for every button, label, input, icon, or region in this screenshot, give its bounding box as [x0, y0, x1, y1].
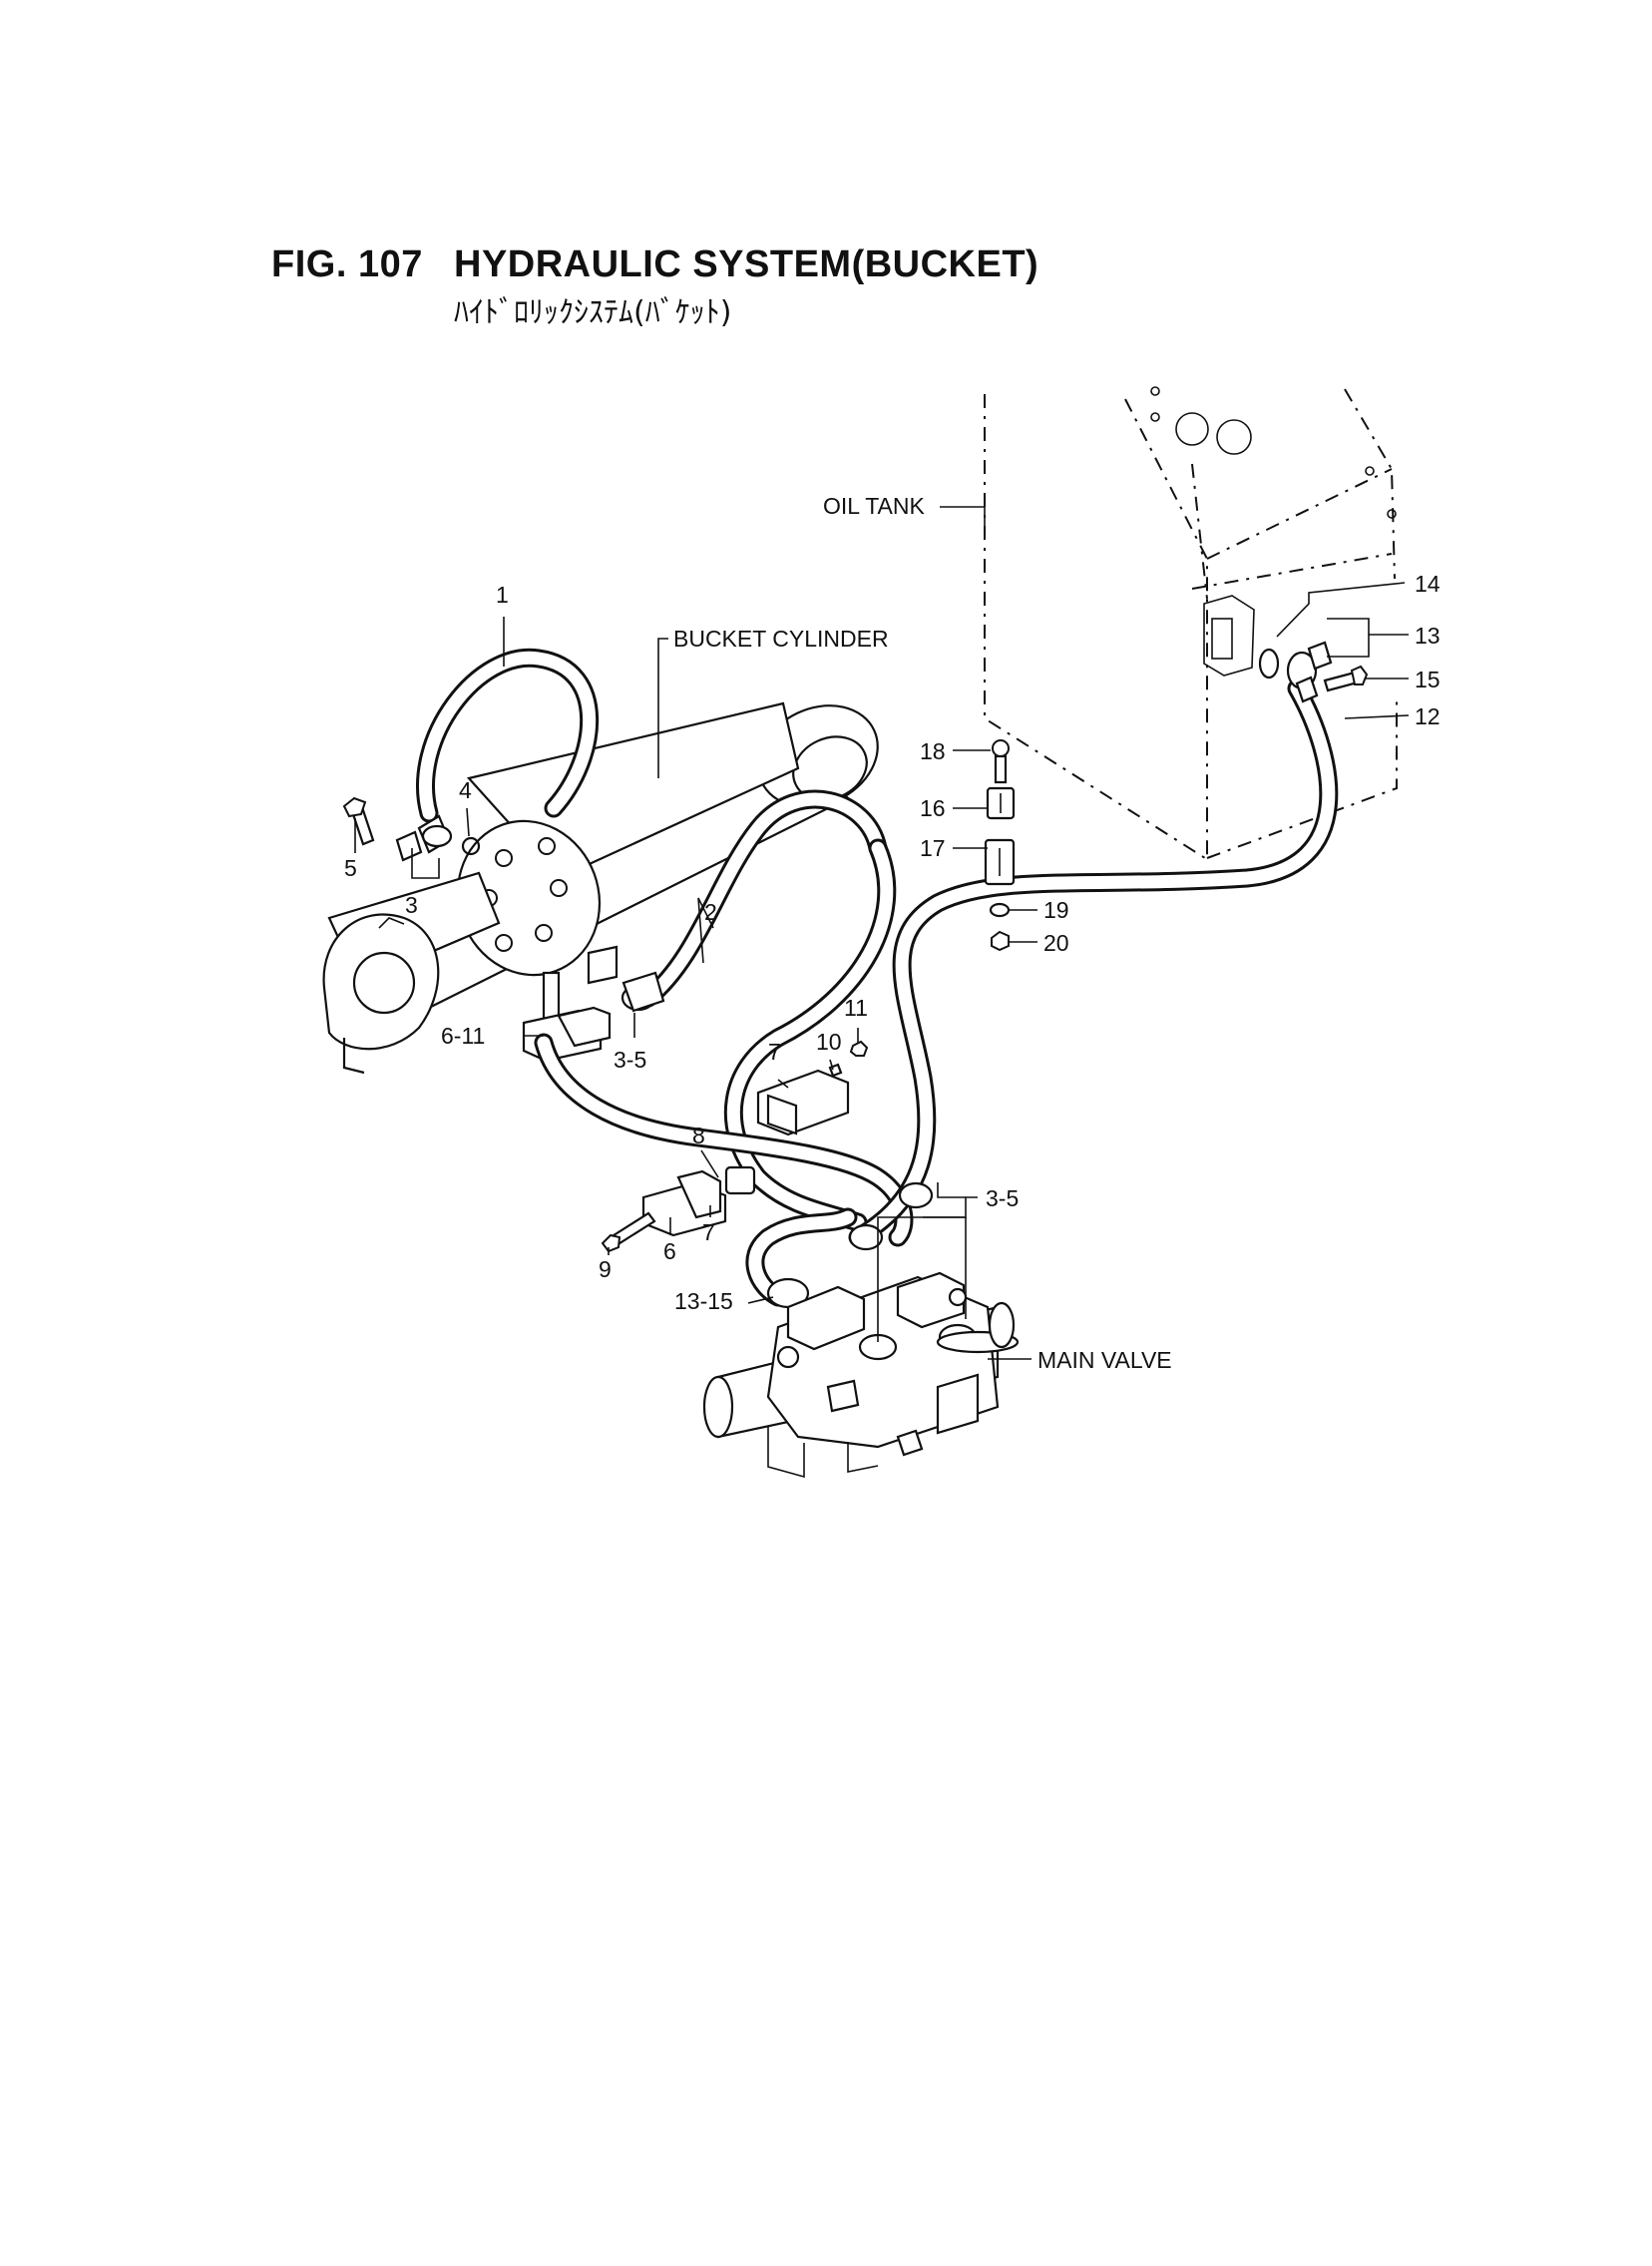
main-valve-label: MAIN VALVE: [1037, 1347, 1172, 1373]
callout-13-15: 13-15: [674, 1288, 733, 1314]
fittings: [342, 641, 1369, 1309]
callout-11: 11: [844, 995, 868, 1021]
bucket-cylinder: [322, 701, 879, 1075]
callout-7-lower: 7: [702, 1219, 715, 1245]
callout-7-upper: 7: [768, 1039, 781, 1065]
callout-3: 3: [405, 892, 418, 918]
figure-number: FIG. 107: [271, 243, 423, 285]
callout-2: 2: [704, 899, 717, 925]
oil-tank-outline: [984, 386, 1398, 859]
callout-4: 4: [459, 777, 472, 803]
callout-9: 9: [599, 1256, 612, 1282]
callout-20: 20: [1043, 930, 1069, 956]
leader-lines: [354, 506, 1410, 1360]
callout-14: 14: [1415, 571, 1441, 597]
callout-16: 16: [920, 795, 946, 821]
callout-17: 17: [920, 835, 946, 861]
callout-19: 19: [1043, 897, 1069, 923]
bucket-cylinder-label: BUCKET CYLINDER: [673, 626, 889, 652]
callout-3-5-upper: 3-5: [614, 1047, 646, 1073]
main-valve: [702, 1271, 1020, 1479]
callout-15: 15: [1415, 667, 1441, 692]
callout-13: 13: [1415, 623, 1441, 649]
oil-tank-label: OIL TANK: [823, 493, 925, 519]
callout-3-5-lower: 3-5: [986, 1185, 1019, 1211]
callout-12: 12: [1415, 703, 1441, 729]
callout-8: 8: [692, 1123, 705, 1148]
figure-title-japanese: ﾊｲﾄﾞﾛﾘｯｸｼｽﾃﾑ(ﾊﾞｹｯﾄ): [454, 295, 732, 330]
callout-6-11: 6-11: [441, 1023, 485, 1049]
callout-6: 6: [663, 1238, 676, 1264]
callout-1: 1: [496, 582, 509, 608]
callout-5: 5: [344, 855, 357, 881]
callout-18: 18: [920, 738, 946, 764]
hoses: [416, 648, 1339, 1307]
callout-10: 10: [816, 1029, 842, 1055]
figure-title: HYDRAULIC SYSTEM(BUCKET): [454, 243, 1039, 285]
